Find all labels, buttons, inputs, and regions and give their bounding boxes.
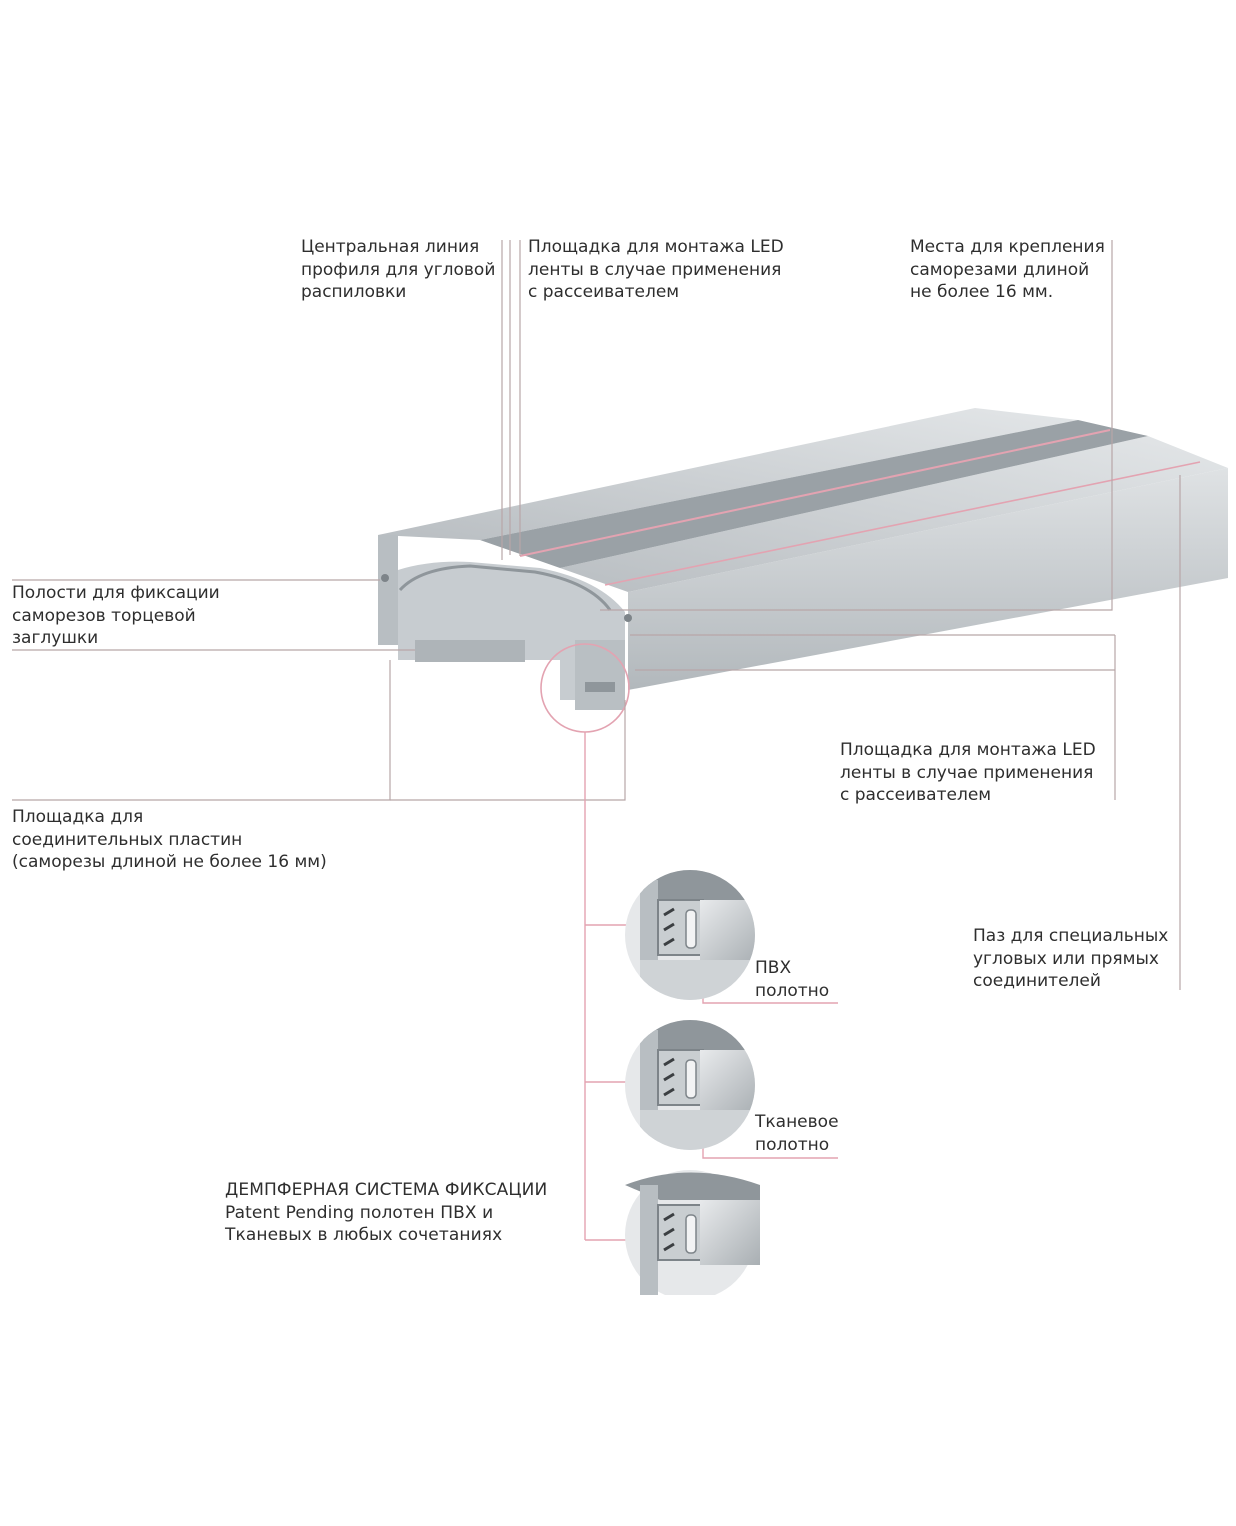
label-line: Центральная линия: [301, 237, 480, 257]
label-line: Площадка для: [12, 807, 144, 827]
label-led-top: Площадка для монтажа LED ленты в случае …: [528, 236, 784, 304]
label-groove: Паз для специальных угловых или прямых с…: [973, 925, 1168, 993]
profile-top-right: [560, 436, 1228, 592]
label-line: саморезами длиной: [910, 259, 1090, 280]
detail-pvc: [625, 870, 755, 1000]
aluminium-profile: [378, 408, 1228, 733]
profile-cross-section: [378, 535, 632, 710]
label-end-cap-cavities: Полости для фиксации саморезов торцевой …: [12, 582, 220, 650]
label-line: ленты в случае применения: [840, 762, 1094, 783]
profile-top-left: [378, 408, 1078, 540]
label-line: заглушки: [12, 628, 99, 648]
label-line: полотно: [755, 1134, 830, 1155]
led-strip-line: [519, 429, 1111, 557]
label-line: соединительных пластин: [12, 829, 243, 850]
label-line: Площадка для монтажа LED: [528, 237, 784, 257]
label-screw-places: Места для крепления саморезами длиной не…: [910, 236, 1105, 304]
label-line: (саморезы длиной не более 16 мм): [12, 852, 327, 872]
label-line: ленты в случае применения: [528, 259, 782, 280]
label-line: Полости для фиксации: [12, 583, 220, 603]
led-strip-line: [604, 461, 1201, 586]
label-line: распиловки: [301, 282, 407, 302]
label-pvc: ПВХ полотно: [755, 957, 829, 1002]
label-connector-plates: Площадка для соединительных пластин (сам…: [12, 806, 327, 874]
label-line: с рассеивателем: [840, 785, 992, 805]
label-line: ПВХ: [755, 958, 792, 978]
label-line: Patent Pending полотен ПВХ и: [225, 1202, 494, 1223]
label-line: Паз для специальных: [973, 926, 1169, 946]
label-line: Места для крепления: [910, 237, 1105, 257]
label-line: угловых или прямых: [973, 948, 1159, 969]
detail-fabric: [625, 1020, 755, 1150]
label-line: профиля для угловой: [301, 259, 496, 280]
label-center-line: Центральная линия профиля для угловой ра…: [301, 236, 495, 304]
label-line: Тканевых в любых сочетаниях: [225, 1225, 503, 1245]
label-damper-system: ДЕМПФЕРНАЯ СИСТЕМА ФИКСАЦИИ Patent Pendi…: [225, 1179, 547, 1247]
label-line: соединителей: [973, 971, 1101, 991]
label-line: с рассеивателем: [528, 282, 680, 302]
label-line: ДЕМПФЕРНАЯ СИСТЕМА ФИКСАЦИИ: [225, 1180, 548, 1200]
label-line: не более 16 мм.: [910, 282, 1054, 302]
label-fabric: Тканевое полотно: [755, 1111, 839, 1156]
label-line: полотно: [755, 980, 830, 1001]
label-line: Тканевое: [755, 1112, 839, 1132]
label-line: саморезов торцевой: [12, 605, 196, 626]
label-led-bottom: Площадка для монтажа LED ленты в случае …: [840, 739, 1096, 807]
leader-lines: [12, 240, 1181, 990]
detail-combined: [625, 1170, 760, 1295]
label-line: Площадка для монтажа LED: [840, 740, 1096, 760]
